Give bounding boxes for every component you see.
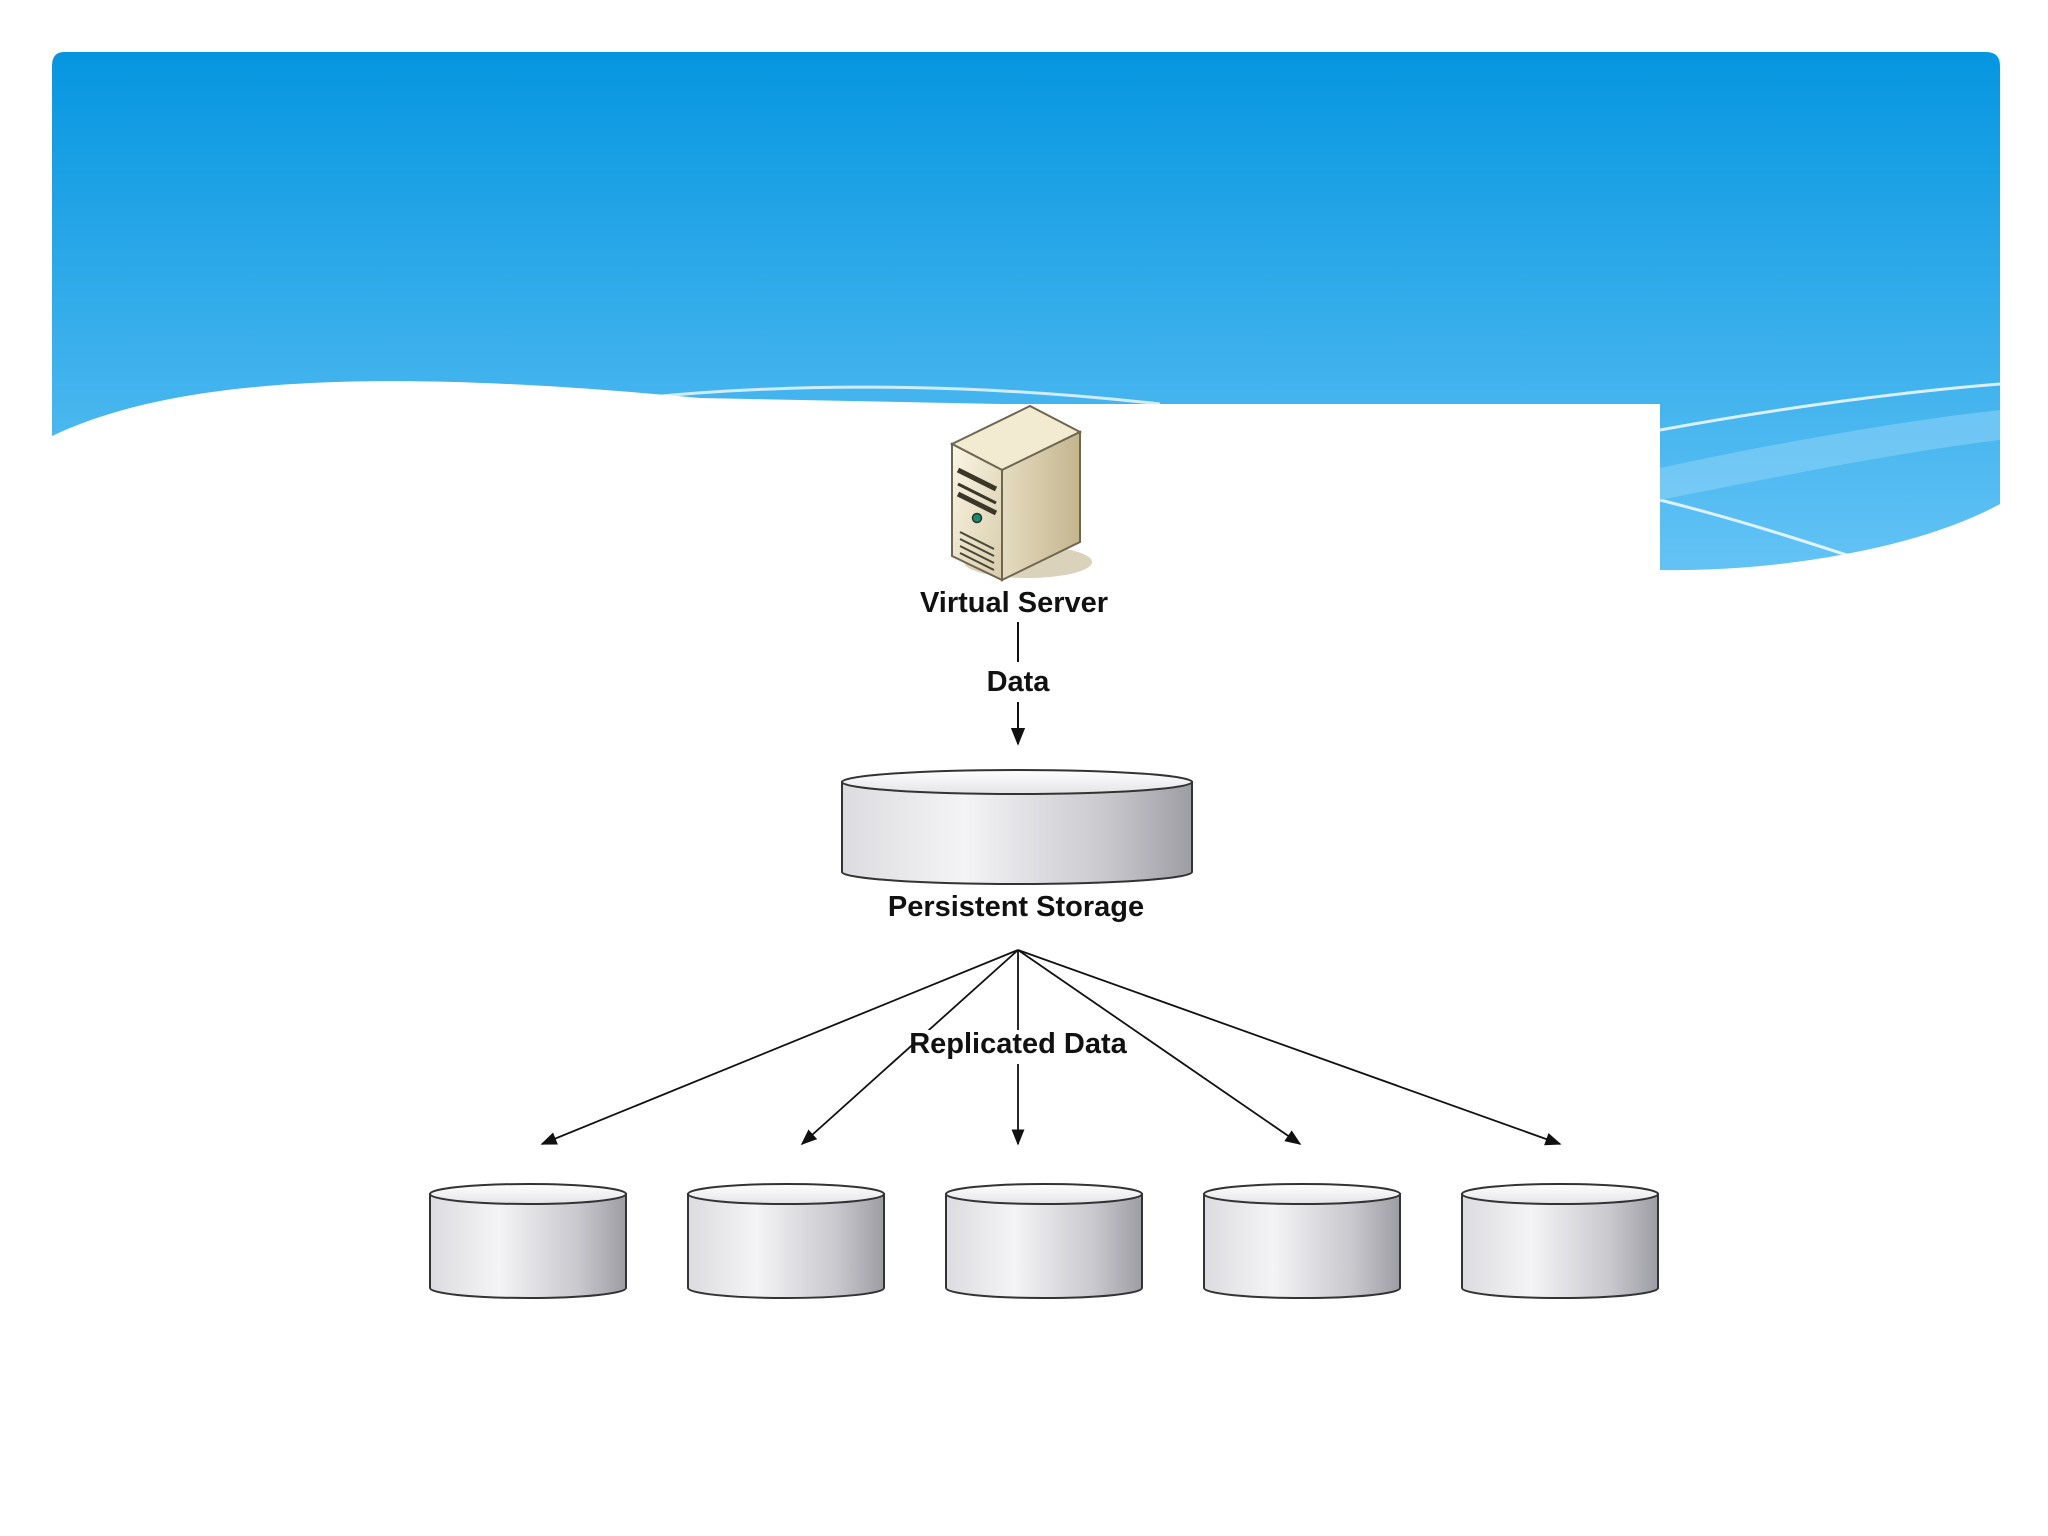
- replica-5: [1461, 1183, 1659, 1299]
- database-cylinder-icon: [841, 769, 1193, 885]
- server-label: Virtual Server: [920, 587, 1108, 619]
- replica-3: [945, 1183, 1143, 1299]
- replica-2: [687, 1183, 885, 1299]
- replicated-label: Replicated Data: [909, 1028, 1127, 1060]
- data-label: Data: [987, 666, 1051, 698]
- replica-1: [429, 1183, 627, 1299]
- replicated-label-background: [912, 1030, 1124, 1064]
- header-band: [52, 52, 2001, 571]
- replica-4: [1203, 1183, 1401, 1299]
- server-tower-icon: [949, 404, 1092, 582]
- replication-arrows: [540, 949, 1562, 1146]
- storage-label: Persistent Storage: [888, 891, 1144, 923]
